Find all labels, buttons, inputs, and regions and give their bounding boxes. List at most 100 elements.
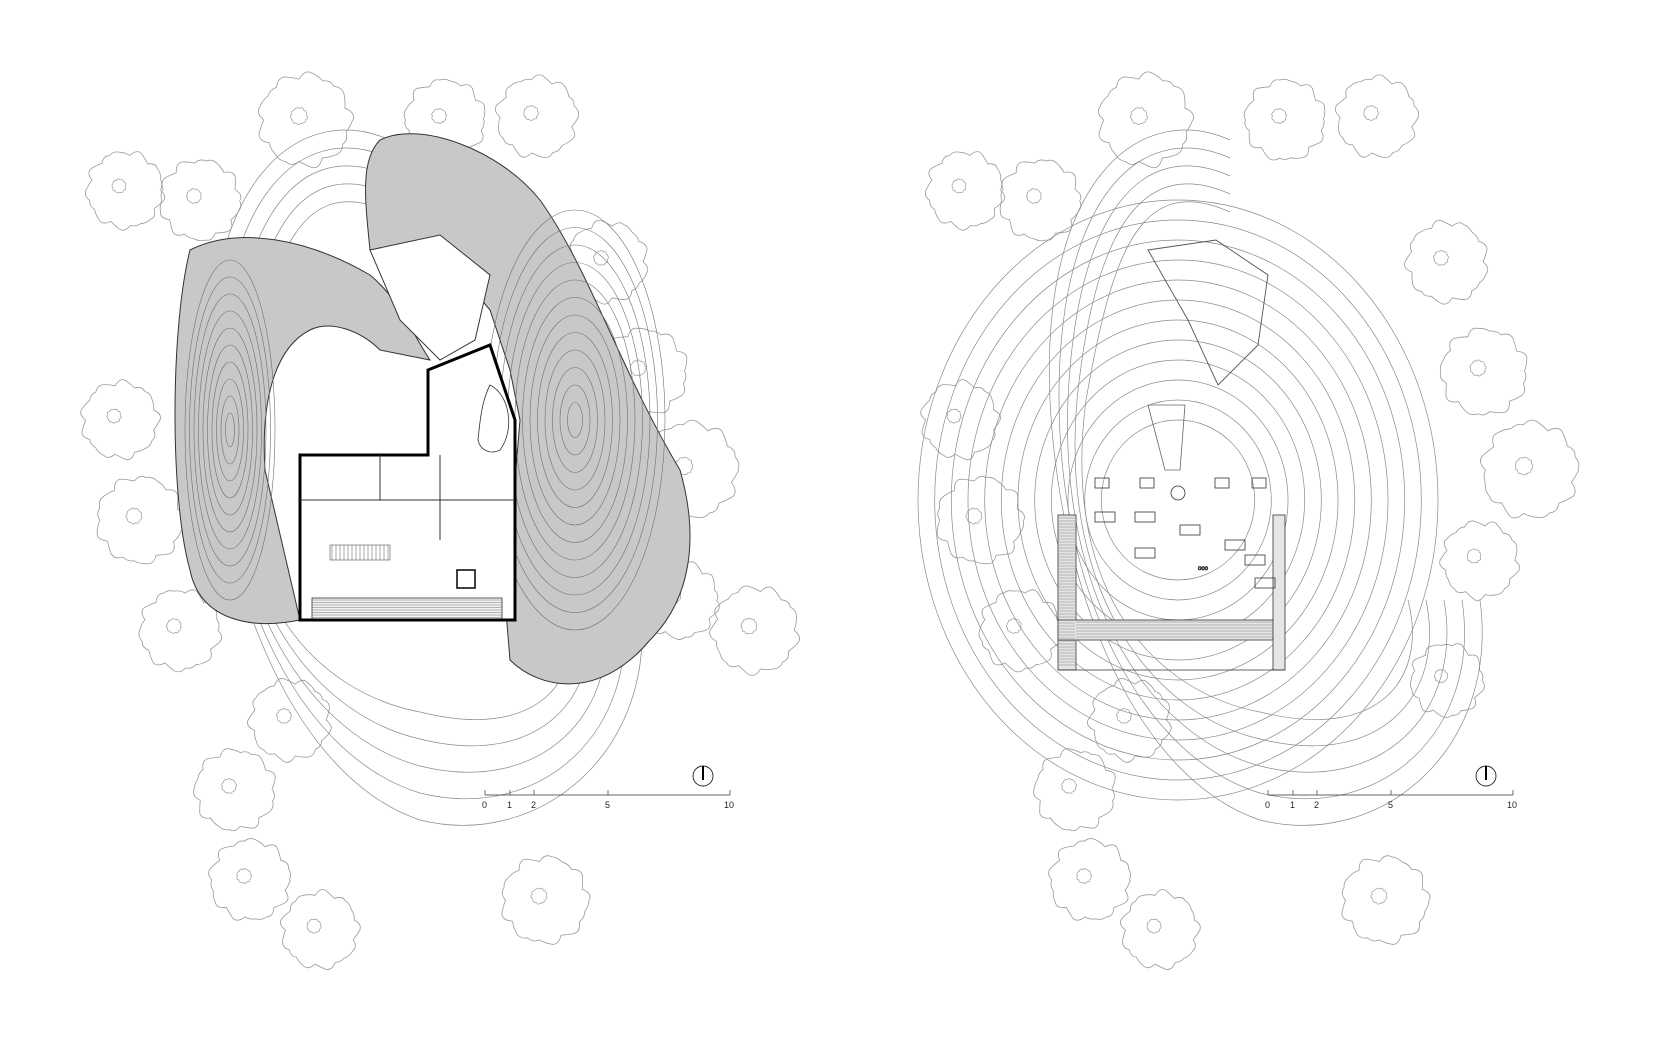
contour-line: [189, 276, 271, 584]
contour-line: [184, 259, 276, 601]
skylights: ooo: [1094, 477, 1276, 589]
roof-plan-drawing: ooo 0 1 2 5 10: [917, 71, 1580, 970]
contour-line: [211, 361, 249, 499]
contour-line: [216, 378, 244, 482]
contour-line: [225, 412, 235, 448]
contour-line: [1017, 319, 1339, 681]
tree-canopy: [978, 589, 1063, 673]
tree-canopy: [84, 151, 166, 231]
skylight: [1134, 547, 1156, 559]
tree-canopy: [1409, 643, 1485, 718]
tree-canopy: [936, 475, 1025, 565]
contour-line: [567, 402, 583, 438]
tree-trunk-mark: [1130, 107, 1148, 126]
contour-line: [198, 310, 262, 550]
tree-canopy: [1334, 74, 1420, 159]
scale-tick-label: 1: [507, 800, 512, 810]
west-roof-edge: [1057, 514, 1077, 671]
contour-line: [227, 165, 608, 773]
scale-tick-label: 1: [1290, 800, 1295, 810]
skylight-wedge: [1147, 404, 1186, 471]
roof-edge: [1057, 514, 1286, 671]
scale-tick-label: 2: [531, 800, 536, 810]
vent-marks: ooo: [1198, 566, 1209, 572]
tree-canopy: [1480, 419, 1580, 519]
tree-trunk-mark: [523, 105, 539, 121]
tree-trunk-mark: [1025, 188, 1042, 204]
tree-trunk-mark: [1515, 456, 1534, 476]
skylight: [1214, 477, 1230, 489]
scale-tick-label: 10: [1507, 800, 1517, 810]
tree-trunk-mark: [431, 108, 448, 124]
east-roof-edge: [1272, 514, 1286, 671]
column: [456, 569, 476, 589]
building-outer-wall: [298, 343, 517, 622]
tree-canopy: [159, 159, 242, 242]
tree-canopy: [924, 151, 1006, 231]
roof-plan: ooo 0 1 2 5 10: [840, 0, 1680, 1050]
tree-trunk-mark: [290, 107, 308, 126]
skylight: [1094, 511, 1116, 523]
roof-contours: [917, 199, 1439, 801]
ground-floor-plan: 0 1 2 5 10: [80, 71, 800, 970]
tree-trunk-mark: [530, 887, 548, 905]
tree-trunk-mark: [221, 777, 237, 794]
skylight: [1170, 485, 1186, 501]
contour-line: [202, 327, 258, 533]
tree-canopy: [1439, 327, 1528, 416]
contour-line: [1100, 419, 1256, 581]
tree-trunk-mark: [1363, 105, 1379, 121]
skylight: [1134, 511, 1156, 523]
tree-canopy: [96, 475, 185, 565]
skylight: [1224, 539, 1246, 551]
contour-line: [193, 293, 267, 567]
tree-trunk-mark: [946, 408, 962, 424]
tree-canopy: [138, 589, 223, 673]
tree-canopy: [1033, 748, 1116, 832]
contour-line: [220, 395, 240, 465]
tree-trunk-mark: [740, 617, 758, 635]
tree-trunk-mark: [965, 507, 983, 525]
scale-tick-label: 0: [482, 800, 487, 810]
tree-trunk-mark: [276, 708, 292, 724]
tree-canopy: [501, 855, 591, 945]
building-plan: [298, 343, 517, 622]
tree-canopy: [494, 74, 580, 159]
tree-trunk-mark: [1076, 868, 1092, 884]
north-arrow-icon: [692, 765, 714, 787]
tree-trunk-mark: [185, 188, 202, 204]
contour-line: [552, 367, 598, 473]
tree-canopy: [1120, 889, 1201, 970]
tree-trunk-mark: [111, 178, 127, 194]
tree-canopy: [247, 678, 332, 763]
scale-tick-label: 2: [1314, 800, 1319, 810]
contour-line: [934, 219, 1422, 781]
contour-line: [559, 384, 591, 456]
shaded-terrain: [174, 133, 691, 685]
tree-trunk-mark: [1433, 668, 1448, 684]
skylight: [1139, 477, 1155, 489]
tree-canopy: [1097, 71, 1194, 169]
tree-trunk-mark: [593, 250, 609, 266]
tree-canopy: [208, 838, 291, 921]
tree-trunk-mark: [1370, 887, 1388, 905]
tree-trunk-mark: [1146, 918, 1162, 934]
skylight: [1244, 554, 1266, 566]
tree-canopy: [1341, 855, 1431, 945]
skylight: [1254, 577, 1276, 589]
tree-trunk-mark: [1433, 250, 1449, 266]
north-arrow-icon: [1475, 765, 1497, 787]
contour-line: [950, 239, 1406, 761]
tree-trunk-mark: [1469, 359, 1487, 377]
tree-canopy: [1439, 520, 1520, 601]
scale-tick-label: 5: [1388, 800, 1393, 810]
entrance-court: [369, 234, 491, 361]
ground-floor-plan-drawing: 0 1 2 5 10: [80, 71, 800, 970]
contour-line: [522, 297, 628, 543]
tree-canopy: [280, 889, 361, 970]
contour-line: [207, 344, 253, 516]
tree-trunk-mark: [306, 918, 322, 934]
contour-line: [234, 183, 590, 747]
tree-canopy: [1404, 219, 1489, 305]
